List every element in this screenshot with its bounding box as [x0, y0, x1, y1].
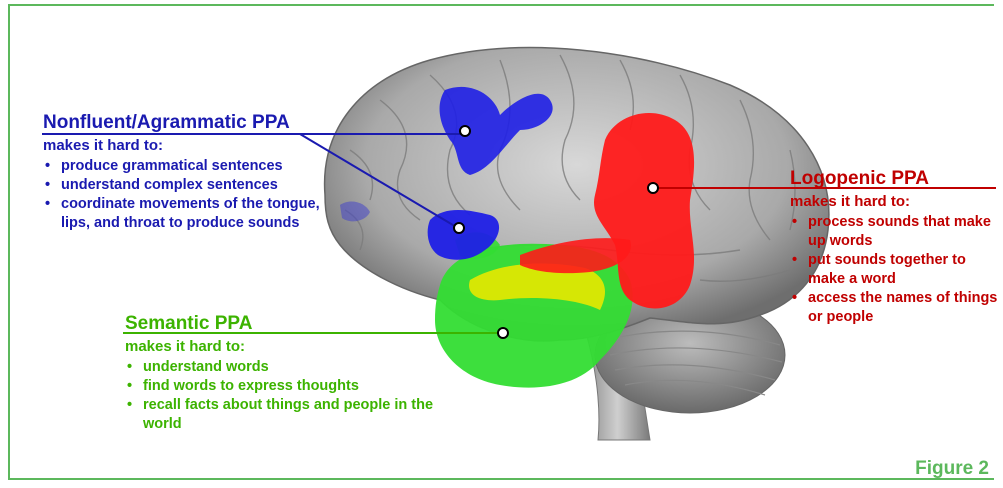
logopenic-block: Logopenic PPA makes it hard to: process … [790, 168, 1000, 327]
nonfluent-item: understand complex sentences [43, 176, 343, 195]
figure-label: Figure 2 [915, 458, 989, 480]
semantic-item: find words to express thoughts [125, 377, 445, 396]
nonfluent-block: Nonfluent/Agrammatic PPA makes it hard t… [43, 112, 343, 233]
nonfluent-item: produce grammatical sentences [43, 157, 343, 176]
logopenic-item: access the names of things or people [790, 289, 1000, 327]
logopenic-item: put sounds together to make a word [790, 251, 1000, 289]
semantic-item: recall facts about things and people in … [125, 396, 445, 434]
nonfluent-title: Nonfluent/Agrammatic PPA [43, 112, 343, 134]
nonfluent-subtitle: makes it hard to: [43, 136, 343, 155]
logopenic-title: Logopenic PPA [790, 168, 1000, 190]
semantic-title: Semantic PPA [125, 313, 445, 335]
nonfluent-item: coordinate movements of the tongue, lips… [43, 195, 343, 233]
logopenic-item: process sounds that make up words [790, 213, 1000, 251]
logopenic-subtitle: makes it hard to: [790, 192, 1000, 211]
semantic-item: understand words [125, 358, 445, 377]
semantic-block: Semantic PPA makes it hard to: understan… [125, 313, 445, 434]
semantic-subtitle: makes it hard to: [125, 337, 445, 356]
